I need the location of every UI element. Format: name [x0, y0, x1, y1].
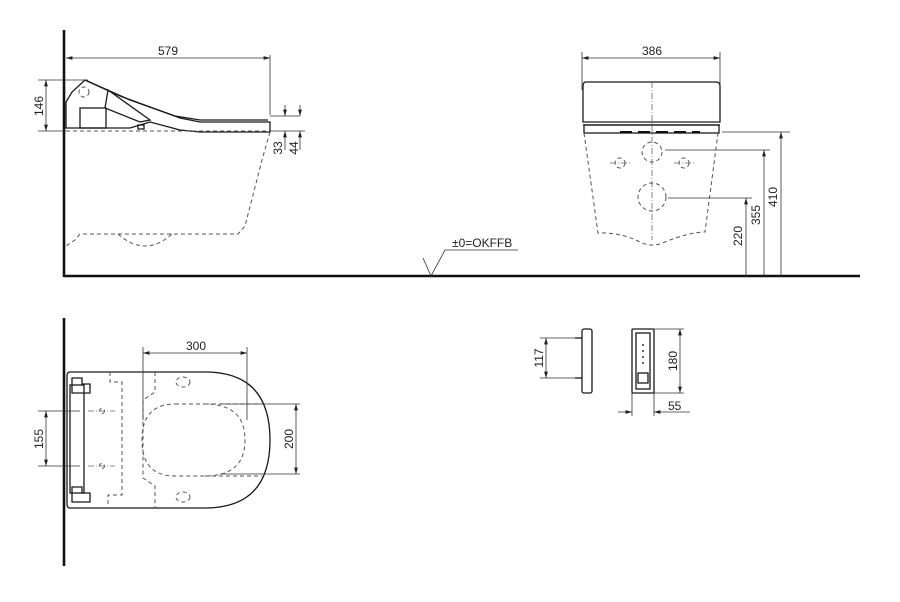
dim-remote-height: 180 [666, 351, 680, 371]
remote-front-view: 180 55 [618, 328, 690, 416]
seat-lid [582, 81, 721, 123]
dim-width: 386 [642, 44, 662, 58]
dim-fixing-spacing: 155 [32, 429, 46, 449]
dim-gap-33: 33 [271, 141, 285, 155]
dim-inlet-height: 355 [749, 205, 763, 225]
dim-length: 579 [158, 44, 178, 58]
dim-seat-width: 200 [282, 429, 296, 449]
dim-depth-offset: 300 [186, 339, 206, 353]
dim-bracket-spacing: 117 [532, 348, 546, 367]
front-view: 386 220 355 410 [581, 44, 790, 276]
dim-gap-44: 44 [287, 141, 301, 155]
side-view: 579 146 33 44 ±0=OKFFB [32, 30, 860, 278]
dim-total-height: 410 [766, 187, 780, 207]
remote-side-view: 117 [532, 328, 593, 394]
shower-seat [65, 79, 271, 133]
floor-reference-label: ±0=OKFFB [452, 236, 512, 250]
bowl-outline-top [66, 371, 271, 509]
dim-remote-width: 55 [668, 399, 682, 413]
top-view: 300 155 200 [32, 318, 300, 566]
dim-bolt-height: 220 [731, 226, 745, 246]
dim-seat-height: 146 [32, 96, 46, 116]
